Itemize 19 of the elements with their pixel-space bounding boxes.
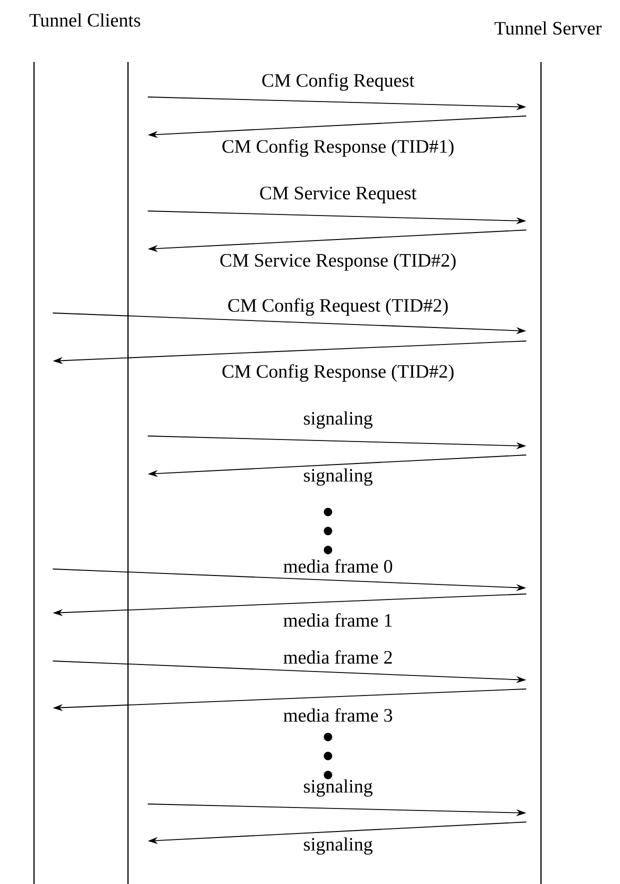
lifeline [540,62,542,884]
lifeline [127,62,129,884]
lifeline-heading: Tunnel Clients [29,13,140,27]
message-label: media frame 2 [284,650,392,664]
message-label: CM Config Response (TID#2) [222,364,454,382]
lifeline-heading: Tunnel Server [494,21,602,35]
message-label: CM Config Request (TID#2) [228,298,448,316]
message-label: signaling [304,411,372,429]
message-label: media frame 3 [284,708,392,722]
message-label: CM Service Response (TID#2) [220,253,456,271]
message-label: signaling [304,779,372,797]
message-label: media frame 1 [284,613,392,627]
message-label: CM Config Response (TID#1) [222,139,454,157]
lifeline [33,62,35,884]
message-label: CM Config Request [262,73,414,91]
message-label: signaling [304,468,372,486]
message-label: signaling [304,837,372,855]
message-label: media frame 0 [284,559,392,573]
message-label: CM Service Request [260,186,416,204]
